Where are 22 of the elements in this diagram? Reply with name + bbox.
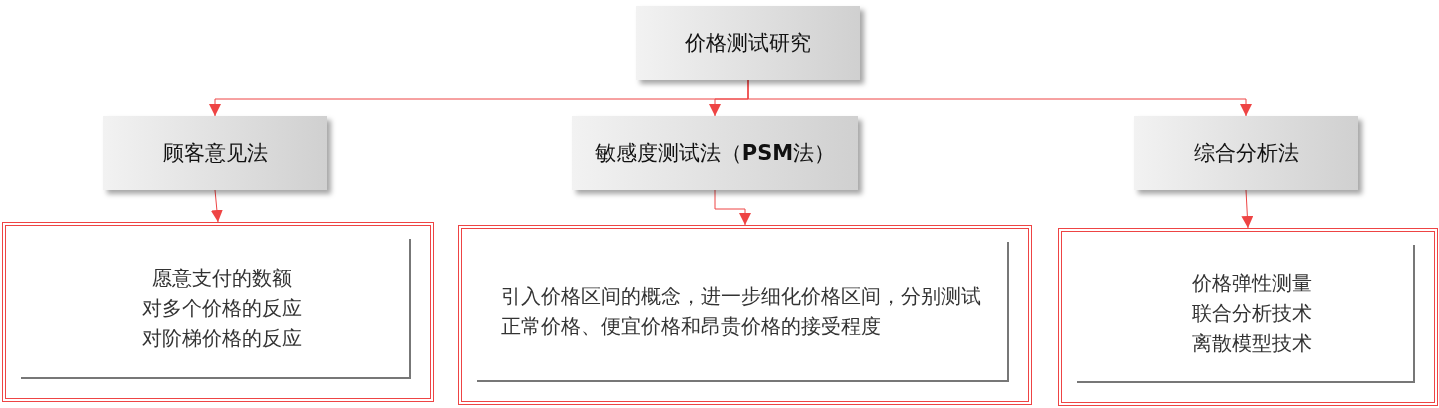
box-title: 敏感度测试法（PSM法） [594, 140, 836, 167]
heading-box [572, 116, 858, 190]
detail-panel [458, 225, 1032, 405]
arrow [714, 189, 751, 226]
arrow [210, 189, 223, 223]
detail-text: 价格弹性测量 [1192, 270, 1312, 297]
heading-box [636, 6, 860, 80]
detail-panel [2, 222, 434, 402]
detail-text: 离散模型技术 [1192, 330, 1312, 357]
box-title: 综合分析法 [1193, 140, 1299, 167]
detail-text: 联合分析技术 [1192, 300, 1312, 327]
detail-text: 引入价格区间的概念，进一步细化价格区间，分别测试正常价格、便宜价格和昂贵价格的接受程度 [501, 283, 982, 340]
arrow [1241, 189, 1254, 229]
heading-box [103, 116, 327, 190]
heading-box [1134, 116, 1358, 190]
detail-text: 愿意支付的数额 [152, 265, 292, 292]
arrow [747, 79, 1252, 117]
detail-text: 对多个价格的反应 [142, 295, 302, 322]
detail-panel [1058, 228, 1438, 406]
detail-text: 对阶梯价格的反应 [142, 325, 302, 352]
box-title: 价格测试研究 [685, 30, 811, 57]
box-title: 顾客意见法 [162, 140, 268, 167]
